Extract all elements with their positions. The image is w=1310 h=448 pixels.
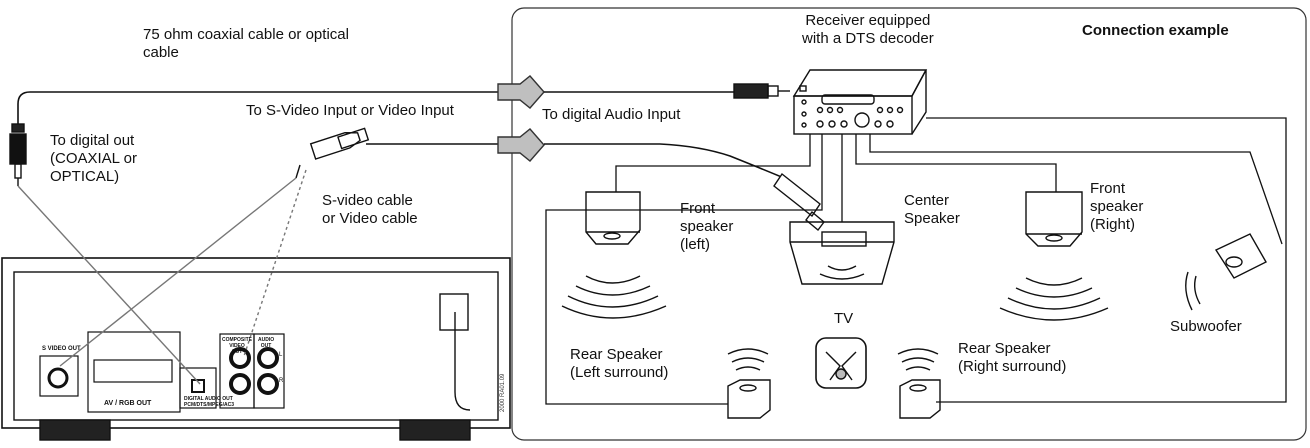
rear-right-label: Rear Speaker (Right surround) [958, 340, 1066, 376]
svideo-input-label: To S-Video Input or Video Input [246, 102, 454, 119]
subwoofer [1185, 233, 1267, 311]
svideo-plug [295, 127, 370, 179]
channel-l-label: L [279, 352, 283, 358]
audio-out-label: AUDIO OUT [258, 337, 274, 349]
channel-r-label: R [279, 378, 284, 384]
rear-right-label-line: (Right surround) [958, 358, 1067, 375]
rear-speaker-left [727, 348, 771, 419]
front-left-label: Front speaker (left) [680, 200, 733, 254]
svideo-cable-label: S-video cable or Video cable [322, 192, 418, 228]
audio-out-label-line: OUT [260, 343, 272, 349]
coaxial-cable [9, 91, 500, 186]
front-speaker-right [999, 191, 1109, 321]
front-right-label-line: speaker [1090, 198, 1144, 215]
front-left-label-line: speaker [680, 218, 734, 235]
tv [815, 337, 867, 389]
front-left-label-line: (left) [680, 236, 710, 253]
digital-audio-out-line: PCM/DTS/MPEG/AC3 [184, 402, 235, 408]
front-left-label-line: Front [680, 200, 716, 217]
subwoofer-label: Subwoofer [1170, 318, 1242, 335]
digital-out-label-line: (COAXIAL or [50, 150, 137, 167]
composite-label-line: COMPOSITE [222, 337, 253, 343]
digital-out-label-line: OPTICAL) [50, 168, 120, 185]
center-speaker [789, 221, 895, 285]
svideo-to-panel-line [59, 177, 297, 367]
rear-left-label-line: Rear Speaker [570, 346, 663, 363]
center-label: Center Speaker [904, 192, 960, 228]
rear-left-label-line: (Left surround) [570, 364, 669, 381]
composite-label-line: OUT [231, 349, 243, 355]
receiver-label-line: Receiver equipped [805, 12, 931, 29]
coax-cable-label-line: cable [143, 44, 179, 61]
front-right-label: Front speaker (Right) [1090, 180, 1143, 234]
rear-speaker-right [897, 348, 941, 419]
svideo-out-label: S VIDEO OUT [42, 346, 81, 352]
center-label-line: Speaker [904, 210, 960, 227]
rear-right-label-line: Rear Speaker [958, 340, 1051, 357]
svideo-cable-label-line: or Video cable [322, 210, 418, 227]
audio-out-label-line: AUDIO [258, 337, 275, 343]
receiver-coax-plug [733, 83, 790, 99]
connection-example-title: Connection example [1082, 22, 1229, 39]
dvd-player-back-panel [1, 257, 511, 441]
connection-example-frame [511, 7, 1307, 441]
tv-label: TV [834, 310, 854, 327]
tv-video-plug [773, 172, 825, 232]
digital-audio-input-label: To digital Audio Input [542, 106, 681, 123]
digital-audio-out-line: DIGITAL AUDIO OUT [184, 396, 233, 402]
front-speaker-left [561, 191, 667, 319]
front-right-label-line: Front [1090, 180, 1126, 197]
speaker-wires [545, 117, 1287, 405]
coax-cable-label: 75 ohm coaxial cable or optical cable [143, 26, 349, 62]
svideo-cable-label-line: S-video cable [322, 192, 413, 209]
digital-out-label-line: To digital out [50, 132, 135, 149]
receiver [792, 69, 928, 135]
rear-left-label: Rear Speaker (Left surround) [570, 346, 668, 382]
front-right-label-line: (Right) [1090, 216, 1136, 233]
digital-out-to-panel-line [17, 185, 201, 385]
digital-out-label: To digital out (COAXIAL or OPTICAL) [50, 132, 137, 186]
svideo-dashed-line [243, 169, 307, 357]
panel-code: 2000 RA01.09 [500, 373, 506, 412]
arrow-coax [497, 75, 545, 109]
receiver-label: Receiver equipped with a DTS decoder [802, 12, 934, 48]
digital-audio-out-label: DIGITAL AUDIO OUT PCM/DTS/MPEG/AC3 [184, 396, 234, 408]
composite-label: COMPOSITE VIDEO OUT [222, 337, 252, 355]
scart-label: AV / RGB OUT [104, 400, 152, 407]
receiver-label-line: with a DTS decoder [802, 30, 934, 47]
composite-label-line: VIDEO [229, 343, 245, 349]
arrow-video [497, 128, 545, 162]
coax-cable-label-line: 75 ohm coaxial cable or optical [143, 26, 349, 43]
center-label-line: Center [904, 192, 950, 209]
